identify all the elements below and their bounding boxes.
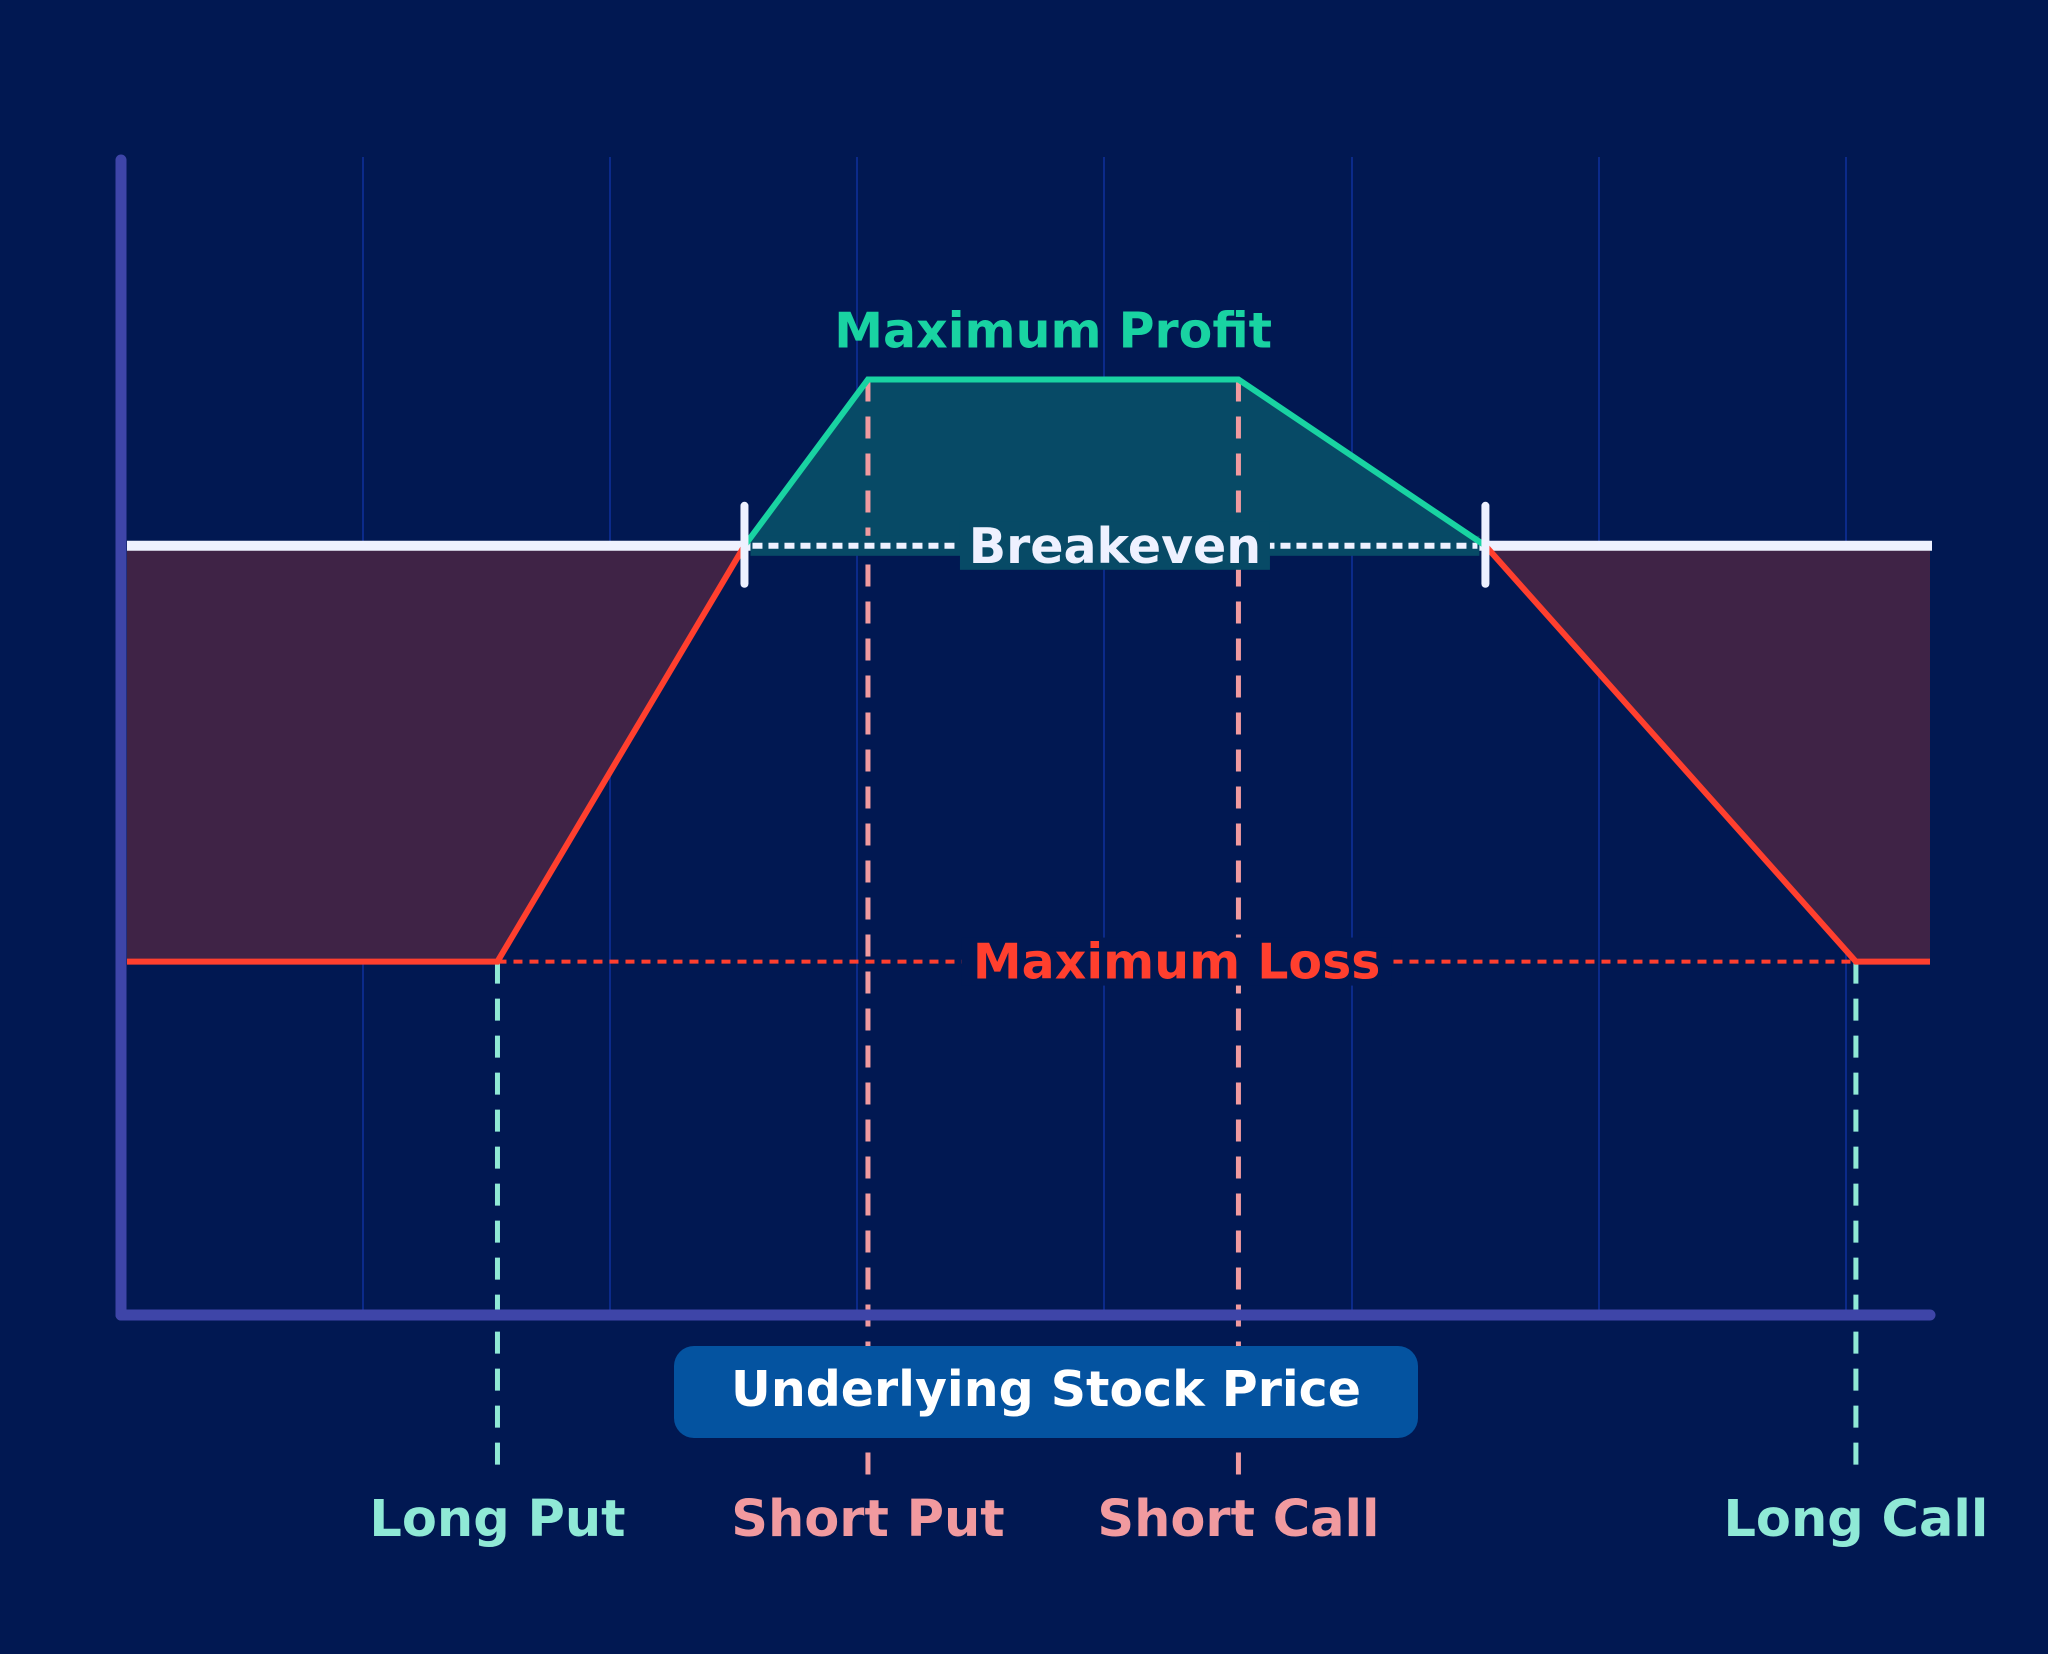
max-loss-label: Maximum Loss — [973, 934, 1381, 991]
strike-labels: Long Put Short Put Short Call Long Call — [369, 1490, 1988, 1549]
loss-line-right — [1483, 543, 1930, 965]
breakeven-label: Breakeven — [969, 518, 1261, 575]
strike-label-long-put: Long Put — [369, 1490, 625, 1549]
profit-line — [742, 376, 1488, 549]
strike-label-short-put: Short Put — [731, 1490, 1004, 1549]
loss-region — [127, 545, 1930, 962]
loss-line-left — [127, 544, 748, 965]
max-profit-label: Maximum Profit — [834, 302, 1272, 359]
payoff-line — [127, 376, 1930, 965]
strike-label-short-call: Short Call — [1097, 1490, 1379, 1549]
x-axis-label: Underlying Stock Price — [731, 1361, 1361, 1418]
strike-label-long-call: Long Call — [1723, 1490, 1988, 1549]
breakeven-ticks — [740, 501, 1490, 588]
max-loss-label-bg — [961, 937, 1392, 986]
strike-guides — [494, 379, 1859, 1478]
axes — [115, 154, 1936, 1321]
breakeven-label-bg — [959, 521, 1270, 570]
x-axis-label-box — [674, 1346, 1418, 1438]
